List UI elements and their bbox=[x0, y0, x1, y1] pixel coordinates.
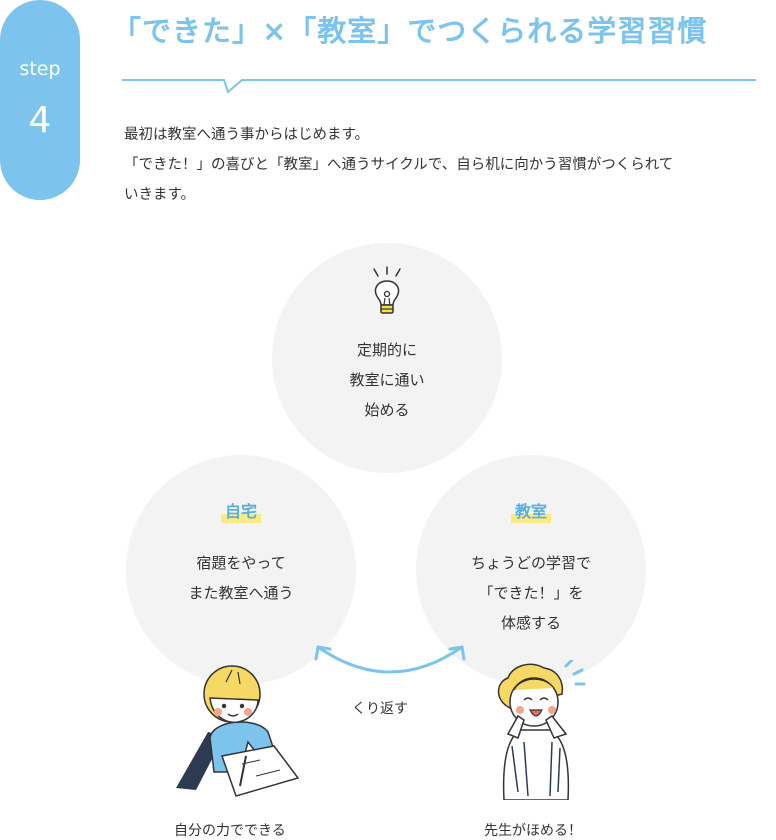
cycle-line: 「できた！」を bbox=[478, 584, 584, 602]
section-heading: 「できた」×「教室」でつくられる学習習慣 bbox=[112, 14, 708, 48]
step-number: 4 bbox=[28, 100, 52, 141]
tag-label: 教室 bbox=[510, 501, 551, 523]
caption-praise: 先生がほめる！ bbox=[484, 823, 582, 839]
cycle-text: ちょうどの学習で 「できた！」を 体感する bbox=[416, 548, 646, 638]
cycle-line: また教室へ通う bbox=[188, 584, 294, 602]
step-badge: step 4 bbox=[0, 0, 80, 200]
step-label: step bbox=[19, 58, 61, 80]
cycle-text: 定期的に 教室に通い 始める bbox=[272, 335, 502, 425]
repeat-label: くり返す bbox=[352, 701, 408, 717]
cycle-line: 体感する bbox=[500, 614, 561, 632]
double-arrow-icon bbox=[314, 645, 466, 674]
speech-divider bbox=[122, 79, 756, 94]
studying-child-illustration bbox=[176, 665, 300, 797]
cycle-line: 教室に通い bbox=[349, 371, 425, 389]
cycle-line: ちょうどの学習で bbox=[470, 554, 591, 572]
intro-line: 最初は教室へ通う事からはじめます。 bbox=[124, 127, 370, 143]
cycle-line: 宿題をやって bbox=[196, 554, 286, 572]
cycle-line: 定期的に bbox=[356, 341, 417, 359]
cycle-text: 宿題をやって また教室へ通う bbox=[126, 548, 356, 608]
cycle-step-classroom: 教室 ちょうどの学習で 「できた！」を 体感する bbox=[416, 455, 646, 685]
intro-line: 「できた！」の喜びと「教室」へ通うサイクルで、自ら机に向かう習慣がつくられて bbox=[124, 157, 674, 173]
intro-text: 最初は教室へ通う事からはじめます。 「できた！」の喜びと「教室」へ通うサイクルで… bbox=[124, 120, 764, 210]
classroom-tag: 教室 bbox=[416, 501, 646, 523]
cycle-step-start: 定期的に 教室に通い 始める bbox=[272, 243, 502, 473]
caption-self: 自分の力でできる bbox=[174, 823, 286, 839]
tag-label: 自宅 bbox=[220, 501, 261, 523]
home-tag: 自宅 bbox=[126, 501, 356, 523]
cheering-teacher-illustration bbox=[497, 660, 586, 800]
intro-line: いきます。 bbox=[124, 187, 196, 203]
cycle-line: 始める bbox=[364, 401, 410, 419]
lightbulb-icon bbox=[373, 266, 401, 314]
